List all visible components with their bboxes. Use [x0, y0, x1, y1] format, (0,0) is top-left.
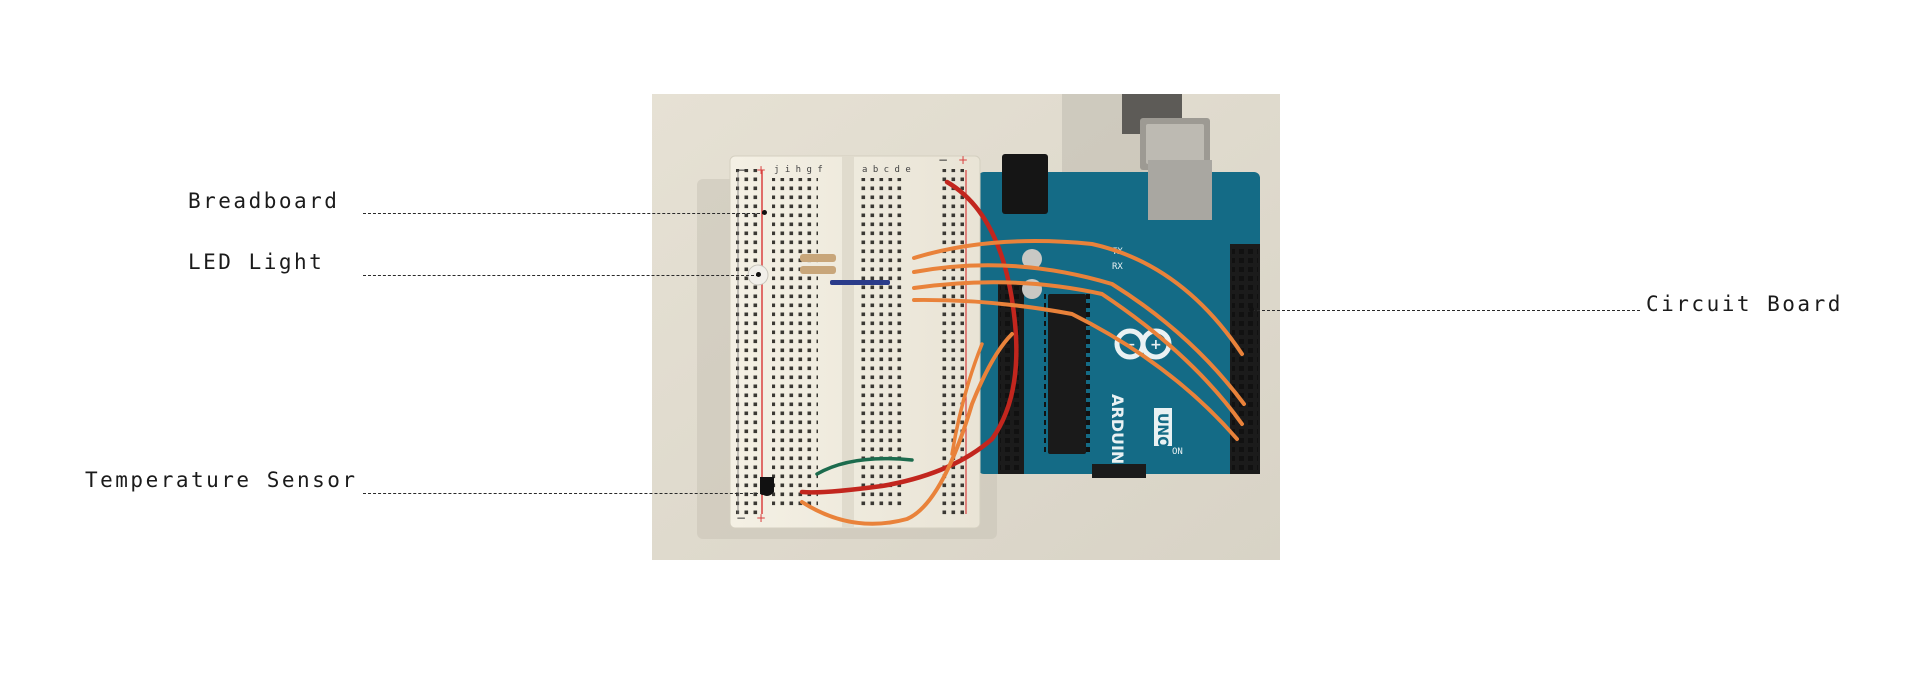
microcontroller-chip — [1048, 294, 1086, 454]
wire-orange-5 — [950, 342, 984, 456]
right-rail-plus: + — [958, 153, 968, 167]
analog-header-pins — [1000, 286, 1022, 472]
terminal-block-right — [860, 178, 906, 510]
wire-orange-1 — [912, 239, 1244, 356]
icsp-header — [1092, 464, 1146, 478]
breadboard-and-arduino-photo: − + ARDUINO UNO TX RX ON − + − + — [652, 94, 1280, 560]
capacitor-1 — [1022, 249, 1042, 269]
leader-line-breadboard — [363, 213, 765, 214]
anchor-dot-led-light — [756, 272, 761, 277]
anchor-dot-breadboard — [762, 210, 767, 215]
callout-label-circuit-board: Circuit Board — [1646, 292, 1843, 316]
arduino-board: − + ARDUINO UNO TX RX ON — [978, 154, 1260, 478]
board-model-text: UNO — [1154, 413, 1170, 448]
resistor-1 — [800, 254, 836, 262]
wire-orange-sensor — [800, 332, 1014, 526]
board-on-label: ON — [1172, 447, 1183, 457]
leader-line-led-light — [363, 275, 759, 276]
callout-label-temperature-sensor: Temperature Sensor — [85, 468, 358, 492]
usb-connector-shell — [1146, 124, 1204, 164]
terminal-block-left — [772, 178, 818, 510]
wire-orange-3 — [912, 280, 1244, 426]
left-rail-plus: + — [756, 163, 766, 177]
anchor-dot-circuit-board — [1249, 307, 1254, 312]
board-rx-label: RX — [1112, 262, 1123, 272]
jumper-wires — [799, 179, 1246, 526]
wire-orange-4 — [912, 297, 1239, 441]
chip-pins-left — [1044, 294, 1048, 454]
callout-label-led-light: LED Light — [188, 250, 325, 274]
board-brand-text: ARDUINO — [1108, 394, 1127, 478]
left-rail-plus-bottom: + — [756, 511, 766, 525]
jumper-blue — [830, 280, 890, 285]
leader-line-temperature-sensor — [363, 493, 763, 494]
column-letters-left: j i h g f — [774, 165, 823, 175]
center-channel — [842, 156, 854, 528]
right-rail-minus: − — [938, 153, 948, 167]
wire-red — [799, 179, 1019, 495]
anchor-dot-temperature-sensor — [760, 490, 765, 495]
logo-plus: + — [1150, 337, 1162, 353]
resistor-2 — [800, 266, 836, 274]
chip-pins-right — [1086, 294, 1090, 454]
leader-line-circuit-board — [1252, 310, 1640, 311]
wire-orange-2 — [912, 263, 1246, 406]
usb-port — [1148, 160, 1212, 220]
left-rail-minus: − — [736, 163, 746, 177]
left-power-rail-holes — [736, 169, 760, 515]
breadboard: − + − + j i h g f a b c d e − + — [729, 153, 981, 529]
power-jack — [1002, 154, 1048, 214]
wire-green — [815, 456, 914, 476]
column-letters-right: a b c d e — [862, 165, 911, 175]
left-rail-minus-bottom: − — [736, 511, 746, 525]
callout-label-breadboard: Breadboard — [188, 189, 340, 213]
digital-header-pins — [1232, 246, 1258, 472]
board-model-box — [1154, 408, 1172, 446]
